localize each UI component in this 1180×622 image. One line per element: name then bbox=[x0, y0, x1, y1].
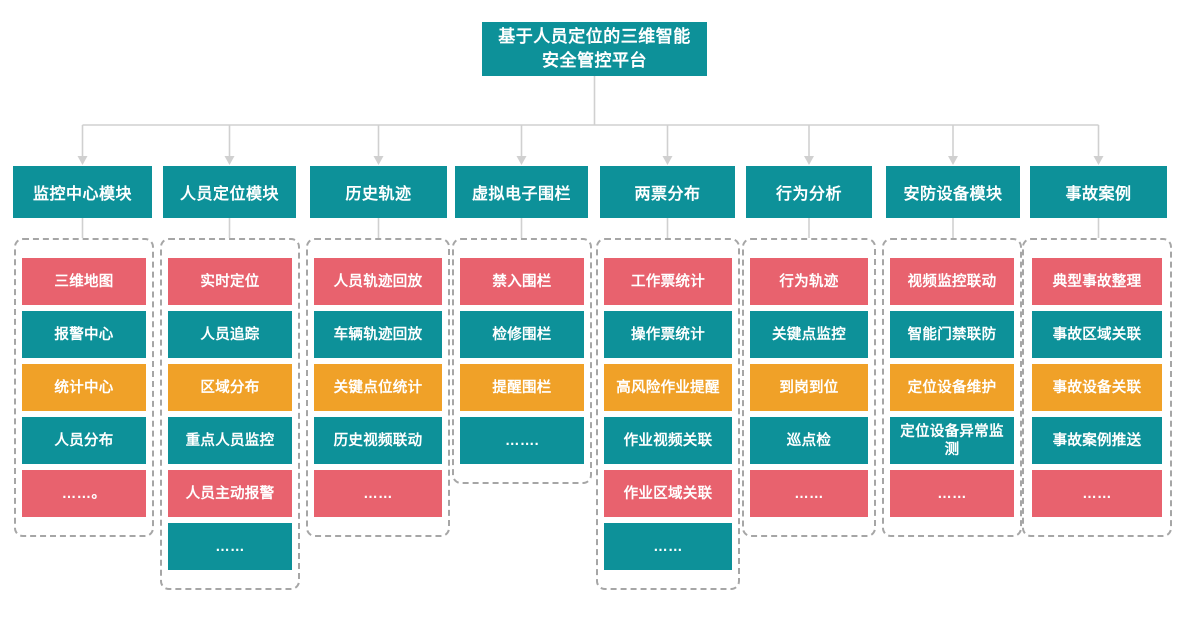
feature-item[interactable]: 典型事故整理 bbox=[1032, 258, 1162, 305]
feature-item[interactable]: …… bbox=[314, 470, 442, 517]
feature-item[interactable]: 作业视频关联 bbox=[604, 417, 732, 464]
feature-item[interactable]: 人员追踪 bbox=[168, 311, 292, 358]
feature-item[interactable]: 高风险作业提醒 bbox=[604, 364, 732, 411]
feature-item[interactable]: 区域分布 bbox=[168, 364, 292, 411]
module-header-2[interactable]: 人员定位模块 bbox=[163, 166, 296, 218]
feature-item[interactable]: 重点人员监控 bbox=[168, 417, 292, 464]
feature-item[interactable]: 事故设备关联 bbox=[1032, 364, 1162, 411]
feature-item[interactable]: …… bbox=[890, 470, 1014, 517]
feature-item[interactable]: 作业区域关联 bbox=[604, 470, 732, 517]
feature-item[interactable]: 关键点监控 bbox=[750, 311, 868, 358]
module-header-5[interactable]: 两票分布 bbox=[600, 166, 735, 218]
module-group-7 bbox=[882, 238, 1022, 537]
feature-item[interactable]: 检修围栏 bbox=[460, 311, 584, 358]
feature-item[interactable]: 提醒围栏 bbox=[460, 364, 584, 411]
feature-item[interactable]: 人员分布 bbox=[22, 417, 146, 464]
module-group-1 bbox=[14, 238, 154, 537]
module-header-7[interactable]: 安防设备模块 bbox=[886, 166, 1020, 218]
module-header-8[interactable]: 事故案例 bbox=[1030, 166, 1167, 218]
module-group-6 bbox=[742, 238, 876, 537]
feature-item[interactable]: 禁入围栏 bbox=[460, 258, 584, 305]
feature-item[interactable]: 定位设备异常监测 bbox=[890, 417, 1014, 464]
feature-item[interactable]: …… bbox=[604, 523, 732, 570]
feature-item[interactable]: 报警中心 bbox=[22, 311, 146, 358]
feature-item[interactable]: 实时定位 bbox=[168, 258, 292, 305]
feature-item[interactable]: 人员主动报警 bbox=[168, 470, 292, 517]
feature-item[interactable]: 定位设备维护 bbox=[890, 364, 1014, 411]
feature-item[interactable]: 事故区域关联 bbox=[1032, 311, 1162, 358]
feature-item[interactable]: 历史视频联动 bbox=[314, 417, 442, 464]
module-group-3 bbox=[306, 238, 450, 537]
module-header-6[interactable]: 行为分析 bbox=[746, 166, 872, 218]
feature-item[interactable]: …… bbox=[750, 470, 868, 517]
feature-item[interactable]: ……。 bbox=[22, 470, 146, 517]
module-header-1[interactable]: 监控中心模块 bbox=[13, 166, 152, 218]
feature-item[interactable]: 人员轨迹回放 bbox=[314, 258, 442, 305]
platform-title-node: 基于人员定位的三维智能安全管控平台 bbox=[482, 22, 707, 76]
feature-item[interactable]: 三维地图 bbox=[22, 258, 146, 305]
module-group-5 bbox=[596, 238, 740, 590]
feature-item[interactable]: 统计中心 bbox=[22, 364, 146, 411]
feature-item[interactable]: 关键点位统计 bbox=[314, 364, 442, 411]
feature-item[interactable]: …… bbox=[1032, 470, 1162, 517]
feature-item[interactable]: 巡点检 bbox=[750, 417, 868, 464]
module-header-4[interactable]: 虚拟电子围栏 bbox=[455, 166, 588, 218]
feature-item[interactable]: 智能门禁联防 bbox=[890, 311, 1014, 358]
feature-item[interactable]: 视频监控联动 bbox=[890, 258, 1014, 305]
feature-item[interactable]: …… bbox=[168, 523, 292, 570]
module-group-2 bbox=[160, 238, 300, 590]
feature-item[interactable]: 行为轨迹 bbox=[750, 258, 868, 305]
feature-item[interactable]: 车辆轨迹回放 bbox=[314, 311, 442, 358]
feature-item[interactable]: 工作票统计 bbox=[604, 258, 732, 305]
module-group-4 bbox=[452, 238, 592, 484]
feature-item[interactable]: 操作票统计 bbox=[604, 311, 732, 358]
feature-item[interactable]: ……. bbox=[460, 417, 584, 464]
module-header-3[interactable]: 历史轨迹 bbox=[310, 166, 447, 218]
feature-item[interactable]: 事故案例推送 bbox=[1032, 417, 1162, 464]
module-group-8 bbox=[1022, 238, 1172, 537]
feature-item[interactable]: 到岗到位 bbox=[750, 364, 868, 411]
